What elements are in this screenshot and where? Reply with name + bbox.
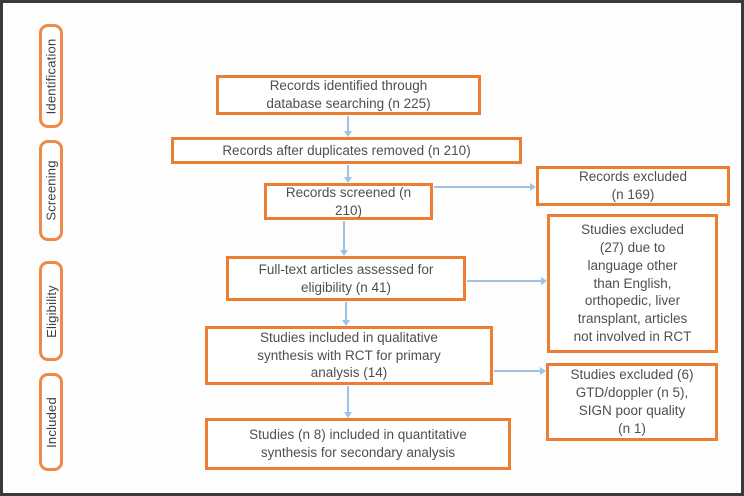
- arrow-down-icon: [342, 302, 350, 326]
- arrow-down-icon: [344, 116, 352, 137]
- box-records-screened: Records screened (n 210): [264, 183, 433, 220]
- box-fulltext-assessed: Full-text articles assessed for eligibil…: [226, 256, 466, 301]
- stage-box-identification: Identification: [39, 24, 63, 128]
- box-records-excluded: Records excluded (n 169): [536, 166, 730, 206]
- box-qualitative-synthesis: Studies included in qualitative synthesi…: [205, 326, 493, 385]
- arrow-right-icon: [467, 277, 547, 285]
- box-quantitative-synthesis: Studies (n 8) included in quantitative s…: [205, 418, 511, 470]
- arrow-right-icon: [434, 183, 536, 191]
- arrow-down-icon: [340, 221, 348, 256]
- stage-box-included: Included: [39, 373, 63, 471]
- stage-box-screening: Screening: [39, 140, 63, 241]
- stage-box-eligibility: Eligibility: [39, 261, 63, 361]
- stage-label-identification: Identification: [43, 38, 59, 114]
- arrow-right-icon: [494, 367, 546, 375]
- arrow-down-icon: [344, 386, 352, 418]
- stage-label-screening: Screening: [43, 160, 59, 221]
- box-records-identified: Records identified through database sear…: [216, 75, 481, 115]
- box-studies-excluded-fulltext: Studies excluded (27) due to language ot…: [547, 214, 718, 353]
- stage-label-eligibility: Eligibility: [43, 284, 59, 338]
- box-duplicates-removed: Records after duplicates removed (n 210): [171, 137, 522, 164]
- stage-label-included: Included: [43, 396, 59, 448]
- arrow-down-icon: [344, 165, 352, 183]
- box-studies-excluded-qualitative: Studies excluded (6) GTD/doppler (n 5), …: [546, 363, 718, 441]
